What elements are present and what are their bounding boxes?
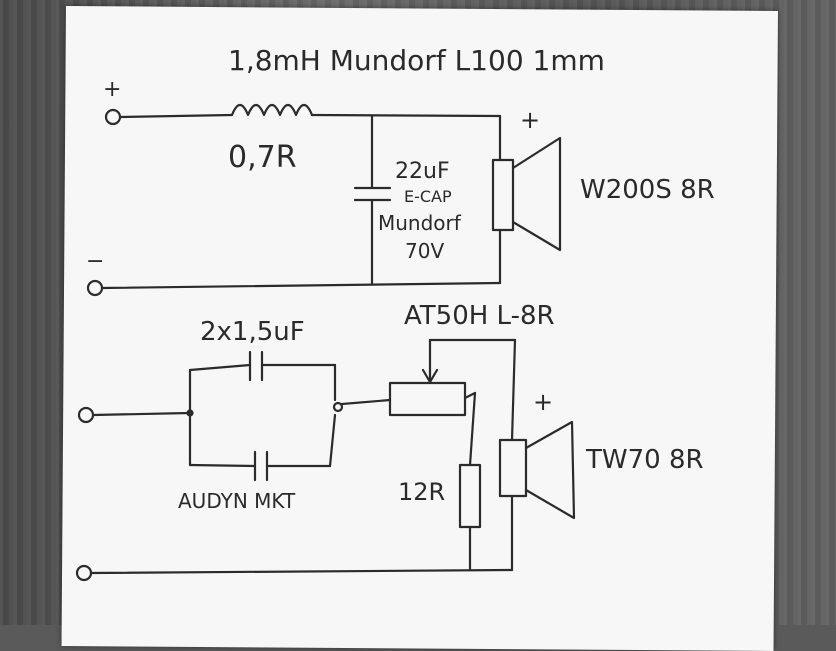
- cap-type-label: E-CAP: [404, 187, 452, 206]
- cap-value-label: 22uF: [395, 159, 450, 184]
- inductor-spec-label: 1,8mH Mundorf L100 1mm: [228, 44, 605, 77]
- resistor-12r: [458, 463, 482, 529]
- tweeter-model-label: TW70 8R: [585, 445, 704, 475]
- inductor-coil: [230, 103, 314, 117]
- tweeter-cone: [524, 420, 576, 520]
- tweeter-input-terminal: [77, 406, 95, 424]
- input-minus-label: −: [86, 249, 104, 274]
- tweeter-voice-coil: [498, 438, 528, 498]
- woofer-voice-coil: [491, 158, 515, 232]
- input-terminal-minus: [86, 279, 104, 297]
- inductor-resistance-label: 0,7R: [228, 140, 297, 175]
- tweeter-ground-terminal: [75, 564, 93, 582]
- input-terminal-plus: [104, 108, 122, 126]
- cap-brand-label: Mundorf: [378, 211, 462, 235]
- cap-make-label: AUDYN MKT: [178, 489, 296, 513]
- cap-voltage-label: 70V: [405, 239, 444, 263]
- junction-node: [332, 401, 344, 413]
- attenuator-lpad: [388, 381, 467, 417]
- crossover-schematic: 1,8mH Mundorf L100 1mm 0,7R 22uF E-CAP M…: [75, 44, 715, 582]
- wiper-arrow: [421, 368, 439, 384]
- input-plus-label: +: [103, 77, 121, 102]
- hp-caps-label: 2x1,5uF: [200, 317, 305, 347]
- woofer-cone: [511, 136, 562, 252]
- tweeter-polarity-label: +: [533, 388, 553, 416]
- attenuator-label: AT50H L-8R: [404, 301, 555, 331]
- woofer-model-label: W200S 8R: [580, 175, 715, 205]
- woofer-polarity-label: +: [520, 106, 540, 134]
- resistor-label: 12R: [398, 478, 445, 506]
